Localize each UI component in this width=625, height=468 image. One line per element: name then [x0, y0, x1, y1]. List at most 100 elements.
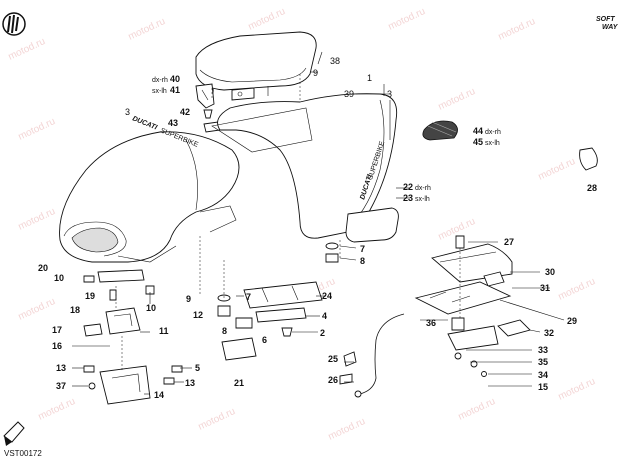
- callout-22: 22: [403, 182, 413, 192]
- part-6: [235, 317, 253, 329]
- callout-26: 26: [328, 375, 338, 385]
- callout-40: 40: [170, 74, 180, 84]
- screw-5: [171, 365, 183, 373]
- screw-42: [203, 109, 213, 119]
- tag-dx-44: dx-rh: [485, 129, 501, 136]
- watermark-text: motod.ru: [17, 206, 57, 233]
- callout-7-left: 7: [246, 292, 251, 302]
- watermark-text: motod.ru: [17, 116, 57, 143]
- callout-13-left: 13: [56, 363, 66, 373]
- watermark-text: motod.ru: [537, 156, 577, 183]
- callout-15: 15: [538, 382, 548, 392]
- tag-sx-45: sx-lh: [485, 140, 500, 147]
- callout-45: 45: [473, 137, 483, 147]
- screw-19: [109, 289, 117, 301]
- screw-10-right: [145, 285, 155, 295]
- callout-35: 35: [538, 357, 548, 367]
- leader-lines: [115, 72, 461, 370]
- part-37: [88, 382, 96, 390]
- latch-part: [231, 87, 255, 101]
- watermark-text: motod.ru: [197, 406, 237, 433]
- callout-41: 41: [170, 85, 180, 95]
- part-20: [97, 269, 145, 283]
- callout-11: 11: [159, 326, 169, 336]
- part-28: [579, 147, 598, 171]
- watermark-text: motod.ru: [387, 6, 427, 33]
- watermark-text: motod.ru: [557, 376, 597, 403]
- release-cable: [339, 313, 405, 398]
- watermark-text: motod.ru: [247, 6, 287, 33]
- watermark-text: motod.ru: [7, 36, 47, 63]
- callout-8-right: 8: [360, 256, 365, 266]
- callout-3-right: 3: [387, 89, 392, 99]
- watermark-text: motod.ru: [457, 396, 497, 423]
- callout-17: 17: [52, 325, 62, 335]
- spacer-8-low: [217, 305, 231, 317]
- softway-brand: SOFT WAY: [596, 16, 619, 31]
- callout-32: 32: [544, 328, 554, 338]
- callout-25: 25: [328, 354, 338, 364]
- tag-dx-40: dx-rh: [152, 77, 168, 84]
- rider-seat: DUCATI SUPERBIKE: [59, 115, 240, 263]
- callout-37: 37: [56, 381, 66, 391]
- watermark-text: motod.ru: [127, 16, 167, 43]
- tag-sx-23: sx-lh: [415, 196, 430, 203]
- callout-34: 34: [538, 370, 548, 380]
- watermark-text: motod.ru: [497, 16, 537, 43]
- callout-24: 24: [322, 291, 332, 301]
- callout-13-right: 13: [185, 378, 195, 388]
- tail-light-assy: [414, 235, 531, 377]
- callout-9-top: 9: [313, 68, 318, 78]
- screw-13-right: [163, 377, 175, 385]
- callout-28: 28: [587, 183, 597, 193]
- brand-logo-top: SOFT: [596, 16, 615, 23]
- callout-19: 19: [85, 291, 95, 301]
- callout-9-mid: 9: [186, 294, 191, 304]
- brand-logo-bottom: WAY: [602, 24, 619, 31]
- callout-3-left: 3: [125, 107, 130, 117]
- callout-8-left: 8: [222, 326, 227, 336]
- tag-dx-22: dx-rh: [415, 185, 431, 192]
- callout-7-right: 7: [360, 244, 365, 254]
- callout-39: 39: [344, 89, 354, 99]
- callout-42: 42: [180, 107, 190, 117]
- callout-18: 18: [70, 305, 80, 315]
- callout-33: 33: [538, 345, 548, 355]
- callout-36: 36: [426, 318, 436, 328]
- seat-logo: DUCATI: [131, 115, 159, 132]
- callout-29: 29: [567, 316, 577, 326]
- callout-10-right: 10: [146, 303, 156, 313]
- part-17: [83, 323, 103, 337]
- callout-16: 16: [52, 341, 62, 351]
- callout-31: 31: [540, 283, 550, 293]
- watermark-text: motod.ru: [327, 416, 367, 443]
- callout-43: 43: [168, 118, 178, 128]
- grip-44-45: [422, 120, 458, 141]
- screw-10-left: [83, 275, 95, 283]
- callout-lines: [72, 51, 565, 395]
- tail-fairing: DUCATI SUPERBIKE: [211, 93, 398, 239]
- callout-14: 14: [154, 390, 164, 400]
- bracket-40-41: [195, 83, 215, 109]
- callout-5: 5: [195, 363, 200, 373]
- pad-22-23: [345, 207, 399, 243]
- tag-sx-41: sx-lh: [152, 88, 167, 95]
- callout-30: 30: [545, 267, 555, 277]
- callout-12: 12: [193, 310, 203, 320]
- lock-assy-11: [105, 307, 141, 335]
- watermark-text: motod.ru: [37, 396, 77, 423]
- plate-21: [221, 337, 257, 361]
- front-arrow-icon: [3, 421, 25, 446]
- callout-2: 2: [320, 328, 325, 338]
- callout-4: 4: [322, 311, 327, 321]
- callout-numbers: 1 39 3 38 9 3 dx-rh 40 sx-lh 41 42 43 44…: [38, 56, 597, 400]
- callout-10-left: 10: [54, 273, 64, 283]
- watermark-text: motod.ru: [557, 276, 597, 303]
- watermark-text: motod.ru: [17, 296, 57, 323]
- screw-2: [281, 327, 293, 337]
- drawing-code: VST00172: [4, 449, 42, 458]
- bracket-14: [99, 365, 151, 405]
- callout-27: 27: [504, 237, 514, 247]
